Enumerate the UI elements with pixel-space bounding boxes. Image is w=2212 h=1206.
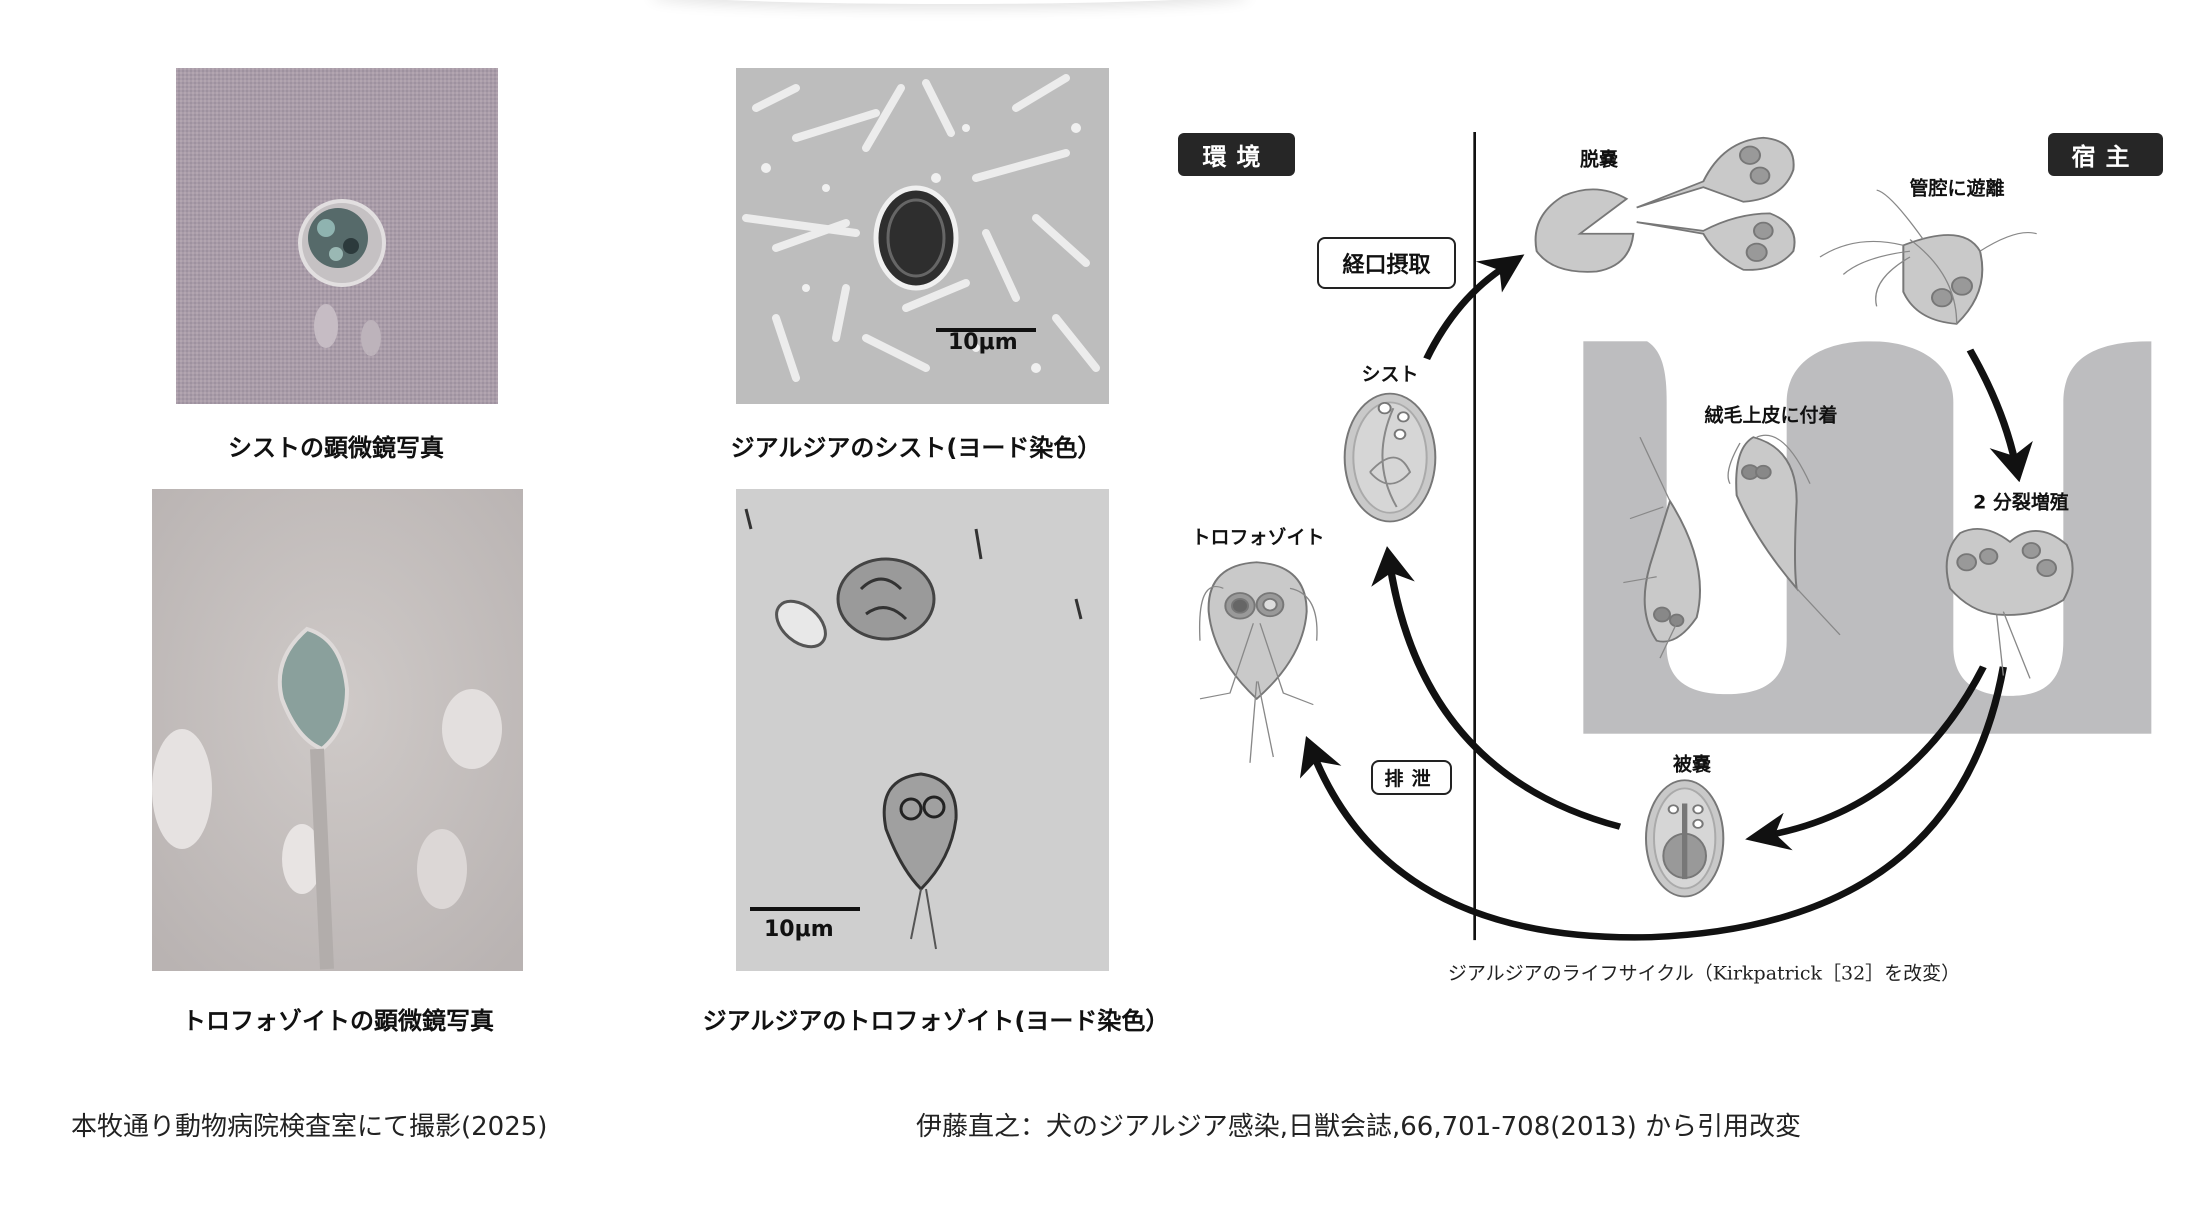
- trophozoite-illustration: [1198, 561, 1318, 763]
- binary-fission-illustration: [1945, 528, 2074, 679]
- cyst-illustration: [1343, 392, 1437, 523]
- top-shadow: [650, 0, 1250, 4]
- label-attach: 絨毛上皮に付着: [1704, 404, 1838, 427]
- giardia-life-cycle-diagram: 環境 宿主 経口摂取 排泄 脱嚢 管腔に遊離 シスト 絨毛上皮に付着 2 分裂増…: [1170, 100, 2212, 1000]
- oral-ingestion-box: 経口摂取: [1317, 237, 1456, 289]
- excystation-illustration: [1534, 136, 1796, 273]
- label-binary-fission: 2 分裂増殖: [1973, 491, 2069, 514]
- scale-bar-label: 10μm: [764, 917, 834, 942]
- arrow-to-encystation: [1745, 665, 1987, 851]
- environment-tag: 環境: [1178, 133, 1295, 176]
- cyst-micrograph: [176, 68, 498, 404]
- label-encystation: 被嚢: [1672, 753, 1712, 776]
- scale-bar-label: 10μm: [948, 330, 1018, 355]
- host-tag: 宿主: [2048, 133, 2163, 176]
- photo-credit: 本牧通り動物病院検査室にて撮影(2025): [71, 1112, 548, 1142]
- excretion-box: 排泄: [1371, 760, 1452, 795]
- arrow-ingestion: [1423, 254, 1525, 360]
- iodine-cyst-micrograph: 10μm: [736, 68, 1109, 404]
- photo-caption: シストの顕微鏡写真: [228, 434, 444, 462]
- label-lumen-release: 管腔に遊離: [1909, 177, 2005, 200]
- attached-trophozoites-illustration: [1623, 434, 1841, 659]
- encysting-illustration: [1644, 779, 1725, 898]
- label-trophozoite: トロフォゾイト: [1191, 526, 1325, 549]
- photo-caption: ジアルジアのトロフォゾイト(ヨード染色）: [702, 1007, 1170, 1035]
- label-excystation: 脱嚢: [1579, 148, 1619, 171]
- free-trophozoite-illustration: [1819, 189, 2037, 325]
- arrow-to-fission: [1966, 348, 2033, 483]
- arrow-trophozoite-excretion: [1299, 666, 2007, 941]
- label-cyst: シスト: [1361, 363, 1419, 386]
- diagram-caption: ジアルジアのライフサイクル（Kirkpatrick［32］を改変）: [1447, 962, 1961, 985]
- photo-caption: ジアルジアのシスト(ヨード染色）: [730, 434, 1102, 462]
- iodine-trophozoite-micrograph: 10μm: [736, 489, 1109, 971]
- arrow-cyst-excretion: [1371, 546, 1622, 830]
- photo-caption: トロフォゾイトの顕微鏡写真: [182, 1007, 494, 1035]
- diagram-citation: 伊藤直之：犬のジアルジア感染,日獣会誌,66,701-708(2013) から引…: [916, 1112, 1801, 1142]
- trophozoite-micrograph: [152, 489, 523, 971]
